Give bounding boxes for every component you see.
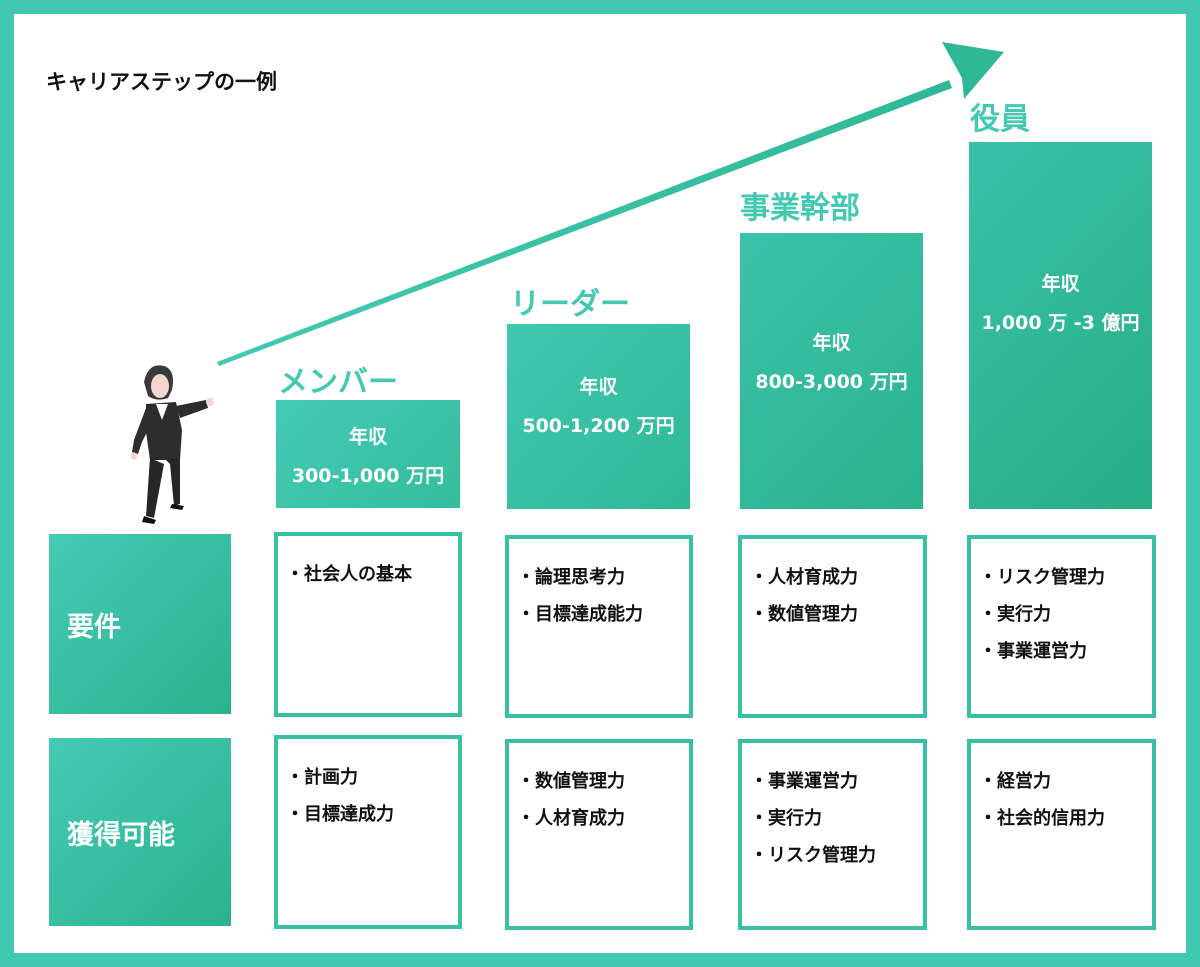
salary-range: 1,000 万 -3 億円: [981, 312, 1140, 334]
salary-label: 年収: [348, 426, 387, 448]
list-item: ・目標達成能力: [517, 604, 643, 625]
row-label-requirements: 要件: [49, 534, 231, 714]
salary-label: 年収: [579, 376, 618, 398]
list-item: ・実行力: [979, 604, 1051, 625]
list-item: ・人材育成力: [750, 567, 858, 588]
requirements-card-member: ・社会人の基本: [274, 532, 462, 717]
list-item: ・事業運営力: [750, 771, 858, 792]
salary-label: 年収: [1041, 273, 1080, 295]
list-item: ・リスク管理力: [750, 845, 876, 866]
acquirable-card-leader: ・数値管理力 ・人材育成力: [505, 739, 693, 930]
list-item: ・論理思考力: [517, 567, 625, 588]
salary-range: 300-1,000 万円: [291, 465, 445, 487]
level-name-member: メンバー: [278, 365, 398, 400]
growth-arrow-icon: [217, 42, 1004, 366]
acquirable-card-division-head: ・事業運営力 ・実行力 ・リスク管理力: [738, 739, 927, 930]
salary-range: 500-1,200 万円: [522, 415, 675, 437]
requirements-card-executive: ・リスク管理力 ・実行力 ・事業運営力: [967, 535, 1156, 718]
level-name-division-head: 事業幹部: [740, 191, 860, 226]
list-item: ・実行力: [750, 808, 822, 829]
row-label-acquirable: 獲得可能: [49, 738, 231, 926]
acquirable-card-executive: ・経営力 ・社会的信用力: [967, 739, 1156, 930]
requirements-card-leader: ・論理思考力 ・目標達成能力: [505, 535, 693, 718]
person-pointing-icon: [130, 365, 214, 524]
salary-box-member: 年収 300-1,000 万円: [276, 400, 460, 508]
salary-range: 800-3,000 万円: [755, 371, 908, 393]
list-item: ・目標達成力: [286, 804, 394, 825]
diagram-title: キャリアステップの一例: [46, 70, 277, 94]
list-item: ・経営力: [979, 771, 1051, 792]
list-item: ・数値管理力: [750, 604, 858, 625]
salary-box-executive: 年収 1,000 万 -3 億円: [969, 142, 1152, 509]
level-name-executive: 役員: [970, 102, 1030, 137]
list-item: ・社会人の基本: [286, 564, 412, 585]
list-item: ・人材育成力: [517, 808, 625, 829]
acquirable-card-member: ・計画力 ・目標達成力: [274, 735, 462, 929]
salary-label: 年収: [812, 332, 851, 354]
list-item: ・数値管理力: [517, 771, 625, 792]
list-item: ・事業運営力: [979, 641, 1087, 662]
list-item: ・リスク管理力: [979, 567, 1105, 588]
salary-box-leader: 年収 500-1,200 万円: [507, 324, 690, 509]
list-item: ・計画力: [286, 767, 358, 788]
level-name-leader: リーダー: [510, 287, 630, 322]
requirements-card-division-head: ・人材育成力 ・数値管理力: [738, 535, 927, 718]
list-item: ・社会的信用力: [979, 808, 1105, 829]
salary-box-division-head: 年収 800-3,000 万円: [740, 233, 923, 509]
